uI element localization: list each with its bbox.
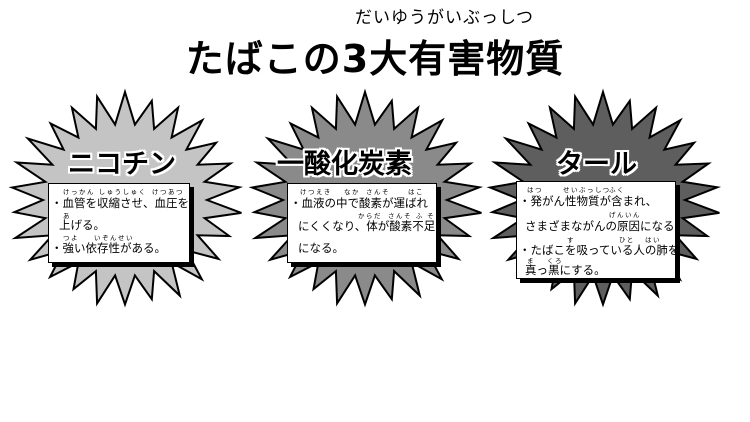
ruby-text: けつあつ — [152, 188, 184, 196]
ruby-text: せいぶっしつ — [563, 186, 611, 194]
ruby-text: はい — [645, 236, 661, 244]
ruby-text: ま — [527, 257, 535, 265]
panel-title: ニコチン — [68, 149, 176, 180]
ruby-text: けっかん しゅうしゅく — [63, 188, 147, 196]
card-line: ・強い依存性がある。 — [51, 241, 166, 255]
card-line: になる。 — [298, 241, 344, 255]
panel-title: タール — [556, 149, 637, 180]
ruby-text: す — [567, 236, 575, 244]
page-title: たばこの3大有害物質 — [185, 37, 565, 81]
ruby-text: つよ — [63, 234, 79, 242]
card-line: ・血液の中で酸素が運ばれ — [290, 196, 428, 210]
info-card: けつえき なか さんそ はこ ・血液の中で酸素が運ばれ からだ さんそ ふ そく… — [287, 183, 442, 263]
card-line: にくくなり、体が酸素不足 — [298, 219, 436, 233]
panel-title: 一酸化炭素 — [277, 149, 412, 180]
card-line: 上げる。 — [59, 218, 105, 232]
card-line: さまざまながんの原因になる。 — [525, 219, 686, 233]
ruby-text: ひと — [619, 236, 635, 244]
card-line: ・血管を収縮させ、血圧を — [51, 196, 189, 210]
ruby-text: はつ — [527, 186, 543, 194]
card-line: ・たばこを吸っている人の肺を — [519, 243, 680, 257]
ruby-text: はこ — [408, 188, 424, 196]
ruby-text: さんそ ふ そく — [388, 212, 444, 220]
ruby-text: さんそ — [366, 188, 390, 196]
ruby-text: けつえき — [300, 188, 332, 196]
card-line: ・発がん性物質が含まれ、 — [519, 194, 658, 208]
panel-nicotine: ニコチン けっかん しゅうしゅく けつあつ ・血管を収縮させ、血圧を あ 上げる… — [0, 80, 250, 310]
card-line: 真っ黒にする。 — [525, 263, 606, 277]
info-card: はつ せいぶっしつ ふく ・発がん性物質が含まれ、 げんいん さまざまながんの原… — [516, 181, 686, 279]
info-card: けっかん しゅうしゅく けつあつ ・血管を収縮させ、血圧を あ 上げる。 つよ … — [48, 183, 190, 263]
ruby-text: くろ — [547, 257, 563, 265]
panel-carbon-monoxide: 一酸化炭素 けつえき なか さんそ はこ ・血液の中で酸素が運ばれ からだ さん… — [240, 80, 490, 310]
title-ruby: だいゆうがいぶっしつ — [355, 8, 534, 28]
title-area: だいゆうがいぶっしつ たばこの3大有害物質 — [0, 0, 750, 81]
ruby-text: いぞんせい — [94, 234, 134, 242]
ruby-text: ふく — [609, 186, 625, 194]
ruby-text: なか — [344, 188, 360, 196]
panel-tar: タール はつ せいぶっしつ ふく ・発がん性物質が含まれ、 げんいん さまざまな… — [478, 80, 728, 310]
ruby-text: あ — [63, 212, 71, 220]
ruby-text: げんいん — [609, 211, 641, 219]
ruby-text: からだ — [358, 212, 382, 220]
